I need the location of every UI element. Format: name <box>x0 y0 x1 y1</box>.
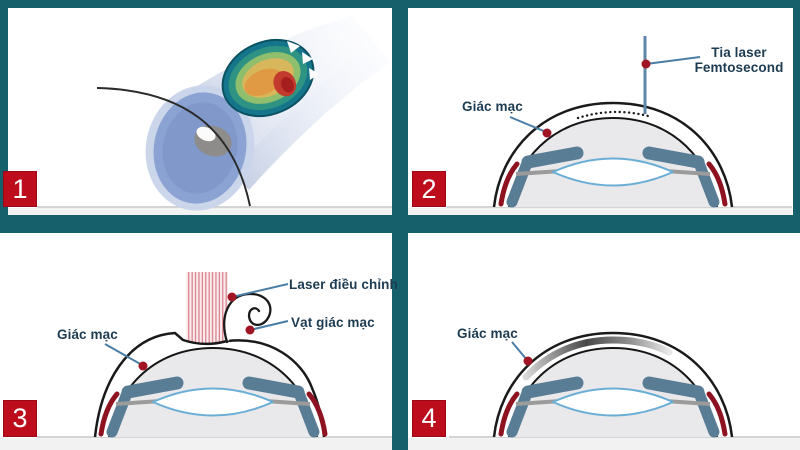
marker-dot <box>641 59 651 69</box>
label-adjustment-laser-step3: Laser điều chỉnh <box>289 277 398 292</box>
pointer-line <box>511 341 528 361</box>
label-femtosecond-laser-step2: Tia laser Femtosecond <box>694 45 784 75</box>
step-badge-1: 1 <box>3 171 37 207</box>
step-badge-3: 3 <box>3 400 37 437</box>
pupil-highlight <box>196 126 216 142</box>
label-corneal-flap-step3: Vạt giác mạc <box>291 315 375 330</box>
excimer-laser-stripes <box>186 272 228 344</box>
map-torn-edge <box>287 41 300 53</box>
step-number: 2 <box>421 173 437 204</box>
marker-dot <box>542 128 552 138</box>
reshaped-cornea-shading <box>522 336 673 381</box>
panel3-excimer-laser <box>93 272 325 437</box>
divider-vertical <box>392 0 408 450</box>
step-number: 3 <box>12 403 28 433</box>
frame-right-bar <box>793 0 800 233</box>
step-number: 4 <box>421 403 437 433</box>
step-badge-2: 2 <box>412 171 446 207</box>
pointer-line <box>249 320 289 331</box>
frame-left-bar <box>0 0 8 233</box>
panel4-reshaped-cornea <box>492 331 734 437</box>
panel1-topography-scan <box>96 16 391 211</box>
label-cornea-step4: Giác mạc <box>457 326 518 341</box>
pointer-line <box>645 56 701 65</box>
step-badge-4: 4 <box>412 400 446 437</box>
eye-front-view <box>145 85 255 211</box>
pointer-line <box>104 343 143 366</box>
panel2-femtosecond-laser <box>492 36 734 207</box>
marker-dot <box>523 356 533 366</box>
corneal-topography-map <box>221 38 315 118</box>
marker-dot <box>245 325 255 335</box>
marker-dot <box>138 361 148 371</box>
map-torn-edge <box>302 52 313 64</box>
pointer-line <box>509 116 547 133</box>
pointer-line <box>231 283 289 298</box>
map-torn-edge <box>309 68 319 80</box>
label-cornea-step3: Giác mạc <box>57 327 118 342</box>
cornea-profile-curve <box>96 87 251 207</box>
label-cornea-step2: Giác mạc <box>462 99 523 114</box>
step-number: 1 <box>12 173 28 204</box>
corneal-flap-curl <box>223 292 272 344</box>
marker-dot <box>227 292 237 302</box>
